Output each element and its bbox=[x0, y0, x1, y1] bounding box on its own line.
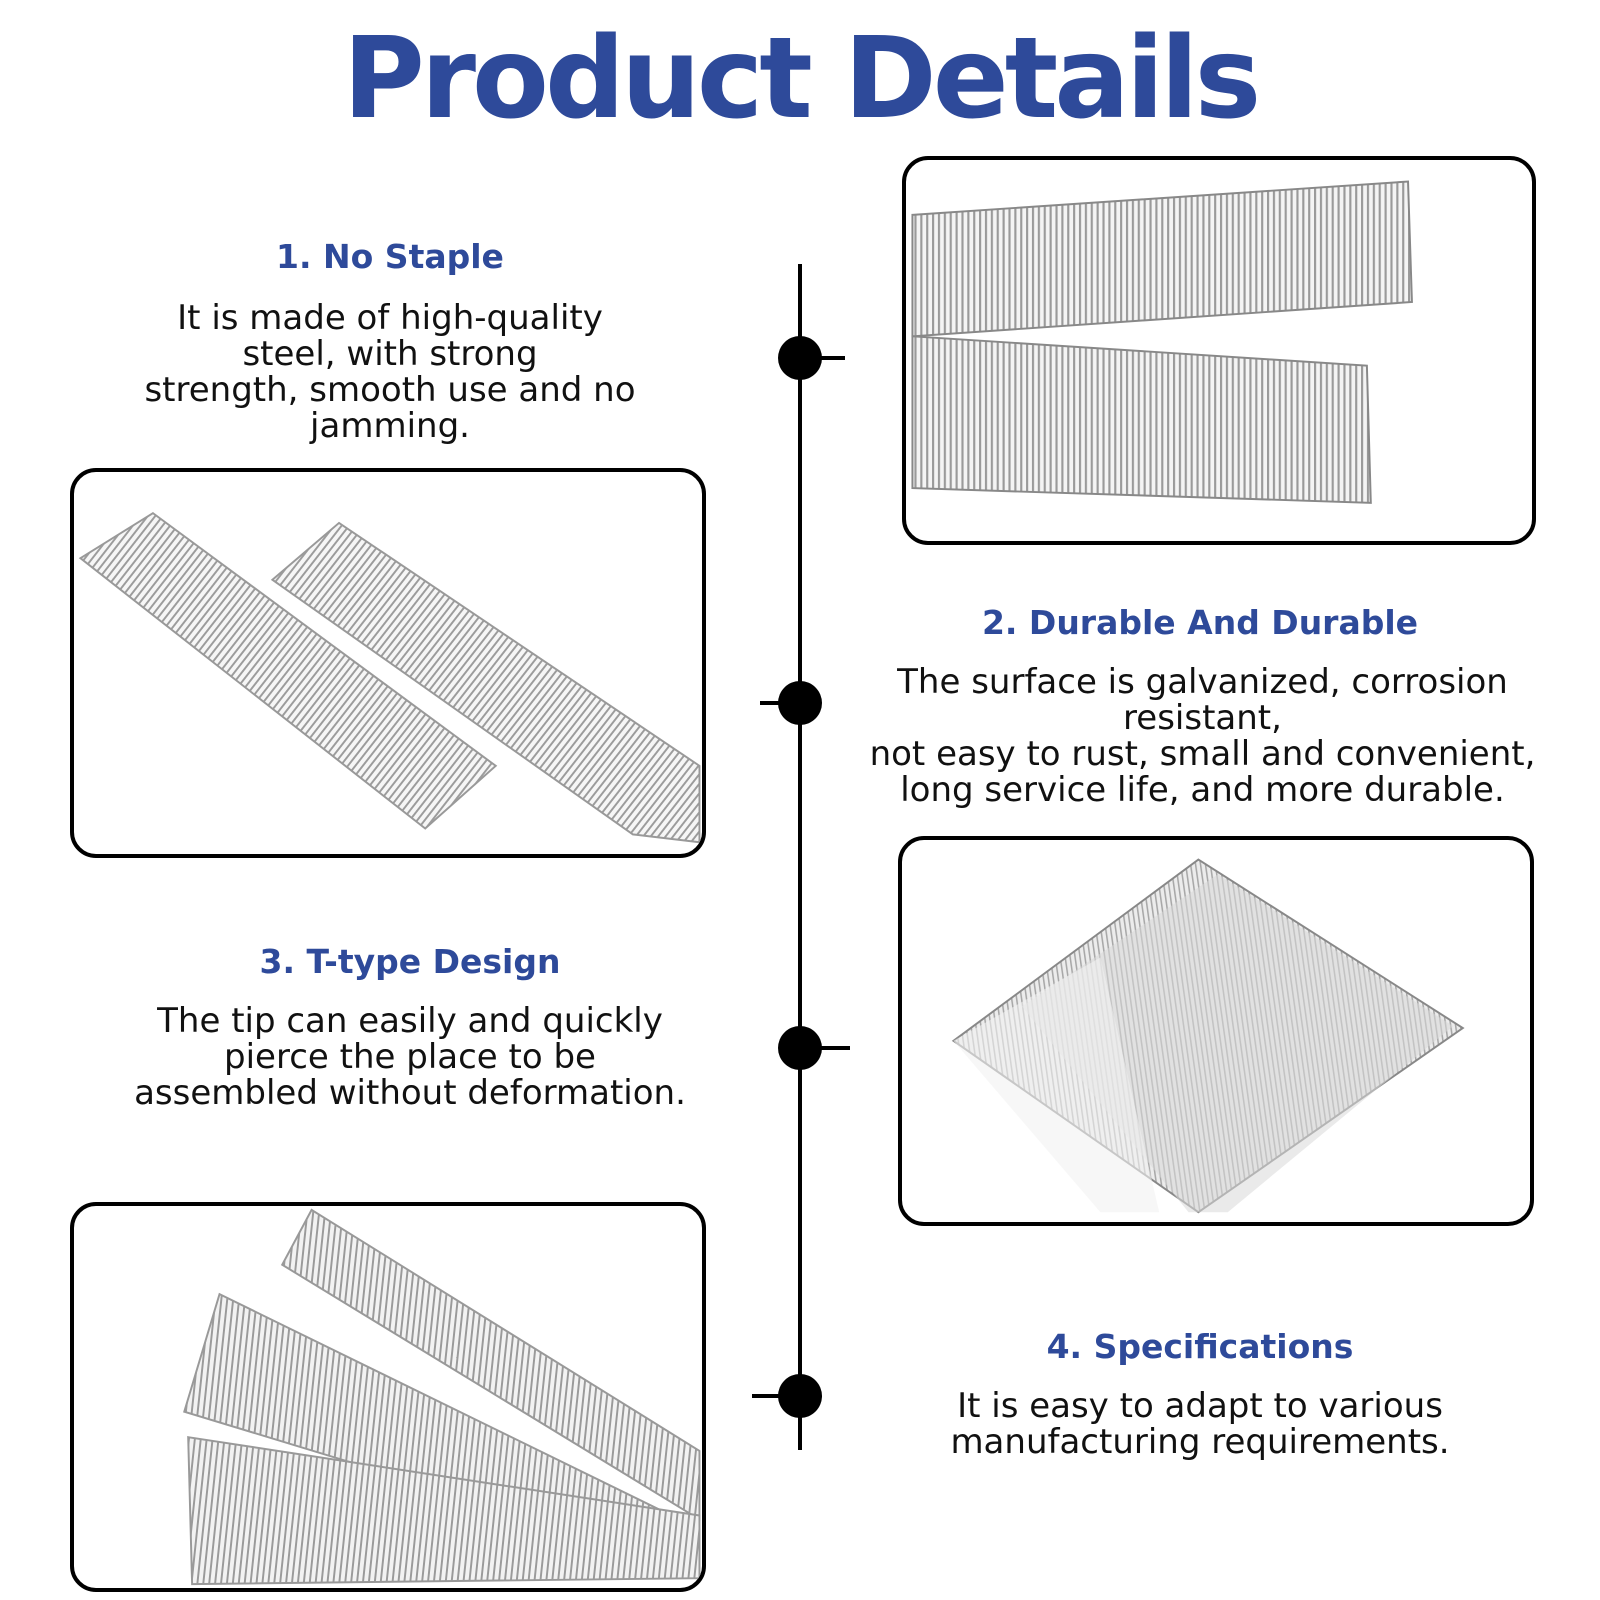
nail-strips-photo-top-right bbox=[902, 156, 1536, 545]
feature-2-description: The surface is galvanized, corrosion res… bbox=[869, 662, 1536, 810]
timeline-node-4 bbox=[778, 1374, 822, 1418]
timeline-node-1 bbox=[778, 336, 822, 380]
diagonal-nail-strips-image bbox=[78, 511, 701, 844]
feature-3-description: The tip can easily and quickly pierce th… bbox=[134, 1001, 686, 1113]
feature-1-description: It is made of high-quality steel, with s… bbox=[144, 298, 636, 446]
stacked-nail-strips-image bbox=[183, 1208, 701, 1586]
straight-nail-strips-image bbox=[911, 180, 1413, 504]
feature-3-heading: 3. T-type Design bbox=[259, 942, 561, 981]
nail-strips-photo-left-1 bbox=[70, 468, 706, 858]
page-title: Product Details bbox=[342, 14, 1262, 144]
feature-2-heading: 2. Durable And Durable bbox=[981, 603, 1419, 642]
feature-4-description: It is easy to adapt to various manufactu… bbox=[950, 1386, 1450, 1462]
fanned-nail-strips-image bbox=[951, 858, 1465, 1214]
feature-4-heading: 4. Specifications bbox=[1046, 1327, 1354, 1366]
timeline-node-3 bbox=[778, 1026, 822, 1070]
nail-strips-photo-fanned bbox=[898, 836, 1534, 1226]
feature-1-heading: 1. No Staple bbox=[276, 237, 504, 276]
nail-strips-photo-bottom-left bbox=[70, 1202, 706, 1592]
